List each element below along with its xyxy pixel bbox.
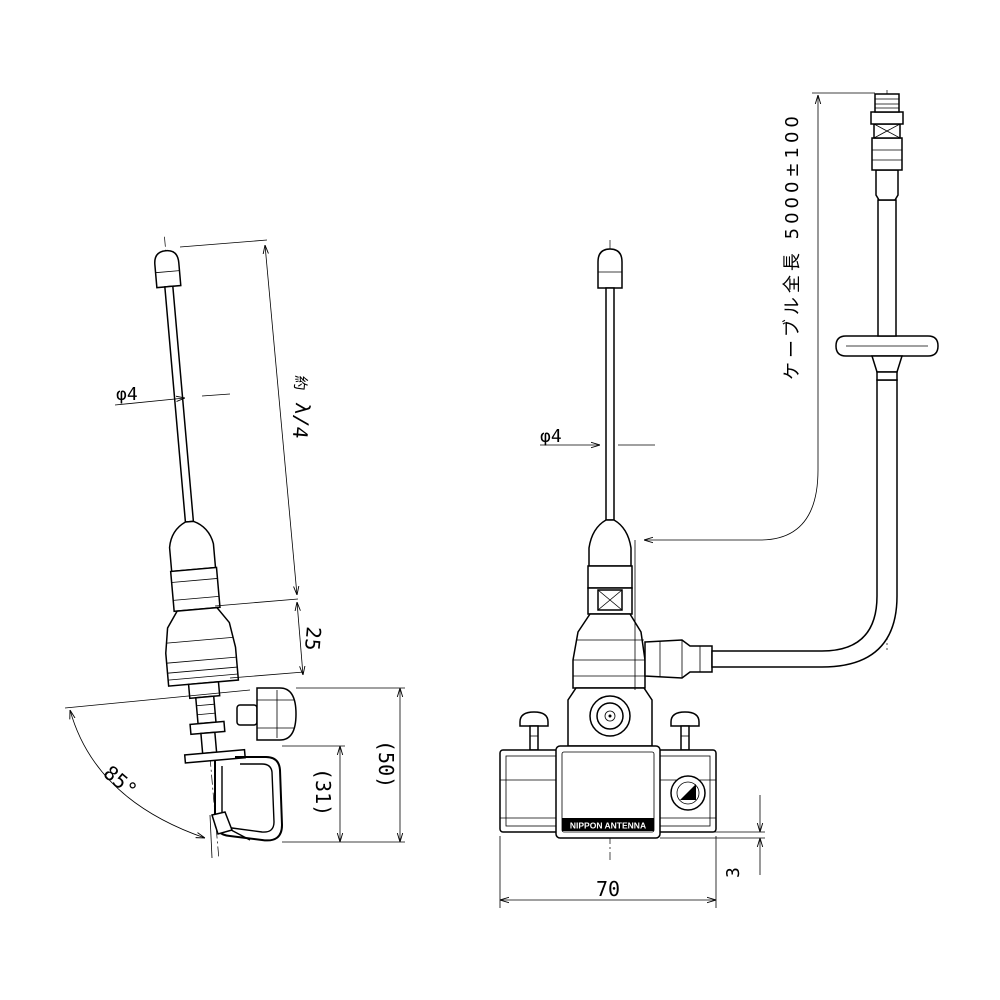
left-angle-label: 85° [99,760,142,802]
antenna-whip [164,285,195,523]
right-diameter-label: φ4 [540,426,562,447]
right-thickness-label: 3 [723,867,744,878]
base-center-block [555,745,661,839]
left-thumb-screw [519,711,549,727]
side-view-antenna [154,236,246,860]
cable-boot [644,639,713,679]
left-length-suffix: 約 [291,375,310,392]
side-view: φ4 λ/4 約 25 (31) (50) 85° [64,236,405,860]
cable-length-label: ケーブル全長 5000±100 [781,112,803,380]
brand-label: NIPPON ANTENNA [570,821,646,831]
left-diameter-label: φ4 [116,384,138,405]
left-dim-50: (50) [374,740,398,788]
left-length-label: λ/4 [288,402,315,440]
cable [711,379,898,668]
antenna-taper [168,520,217,573]
hinge-housing-front [572,613,646,689]
cable-connector [871,137,903,171]
left-dim-31: (31) [311,768,335,816]
antenna-whip-front [605,287,615,521]
right-thumb-screw [670,711,700,727]
brand-plate [562,818,654,831]
side-knob [256,687,297,741]
front-view: NIPPON ANTENNA φ4 ケーブル全長 5000±100 70 3 [499,90,939,908]
right-width-label: 70 [596,877,620,901]
hinge-housing [165,606,240,687]
antenna-tip-cap-front [597,248,623,289]
antenna-tip-cap [154,249,182,289]
left-dim-25: 25 [300,626,326,652]
